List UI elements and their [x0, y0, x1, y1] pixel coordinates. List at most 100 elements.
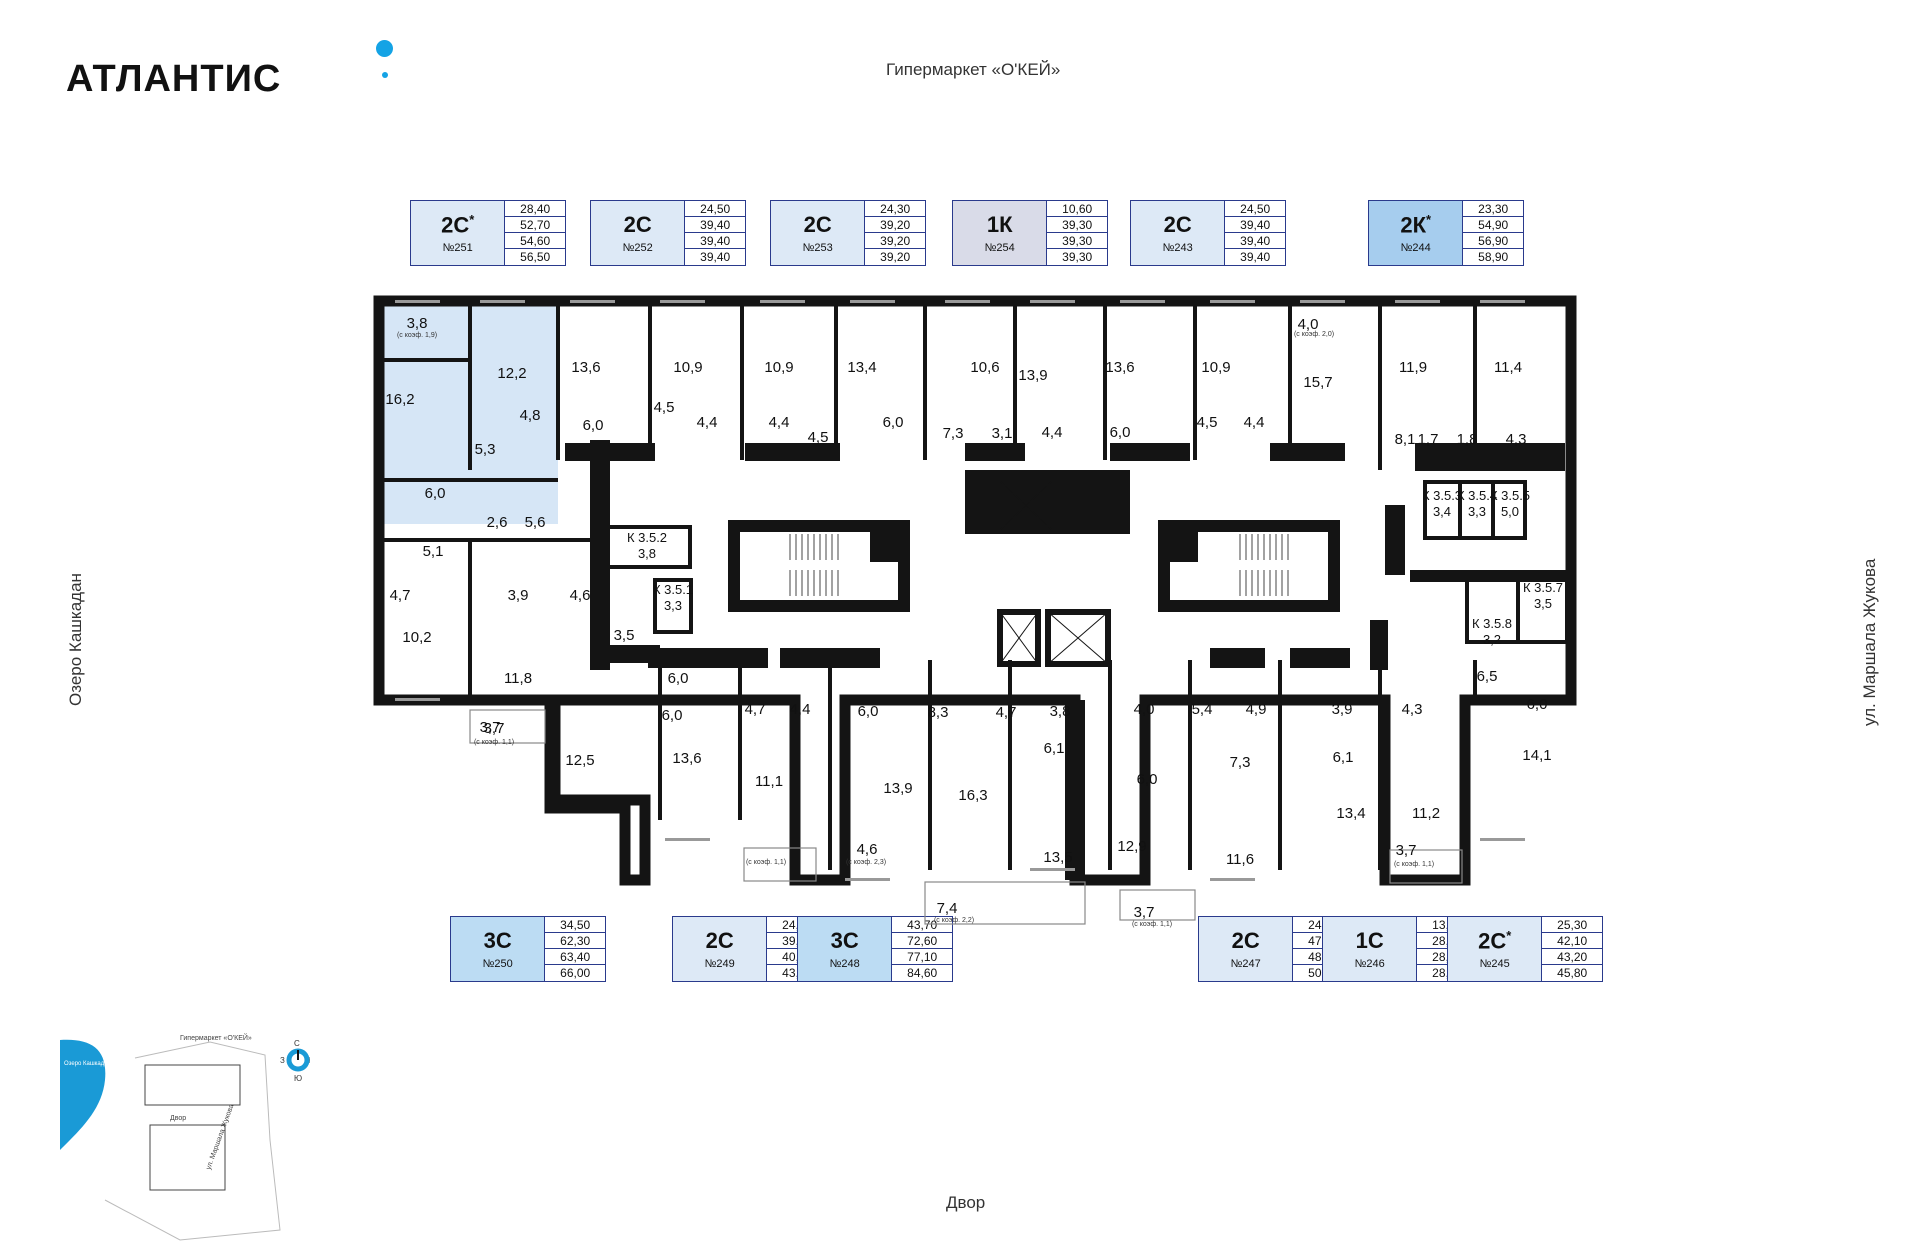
area-value: 39,30	[1062, 250, 1093, 264]
area-value: 77,10	[892, 949, 952, 965]
compass-north: С	[294, 1039, 300, 1048]
area-value: 24,30	[865, 201, 925, 217]
room-area-label: 6,0	[583, 417, 604, 434]
room-area-label: 16,2	[385, 391, 414, 408]
apartment-card-label: 2К*№244	[1369, 201, 1463, 265]
apartment-type: 1К	[986, 212, 1013, 237]
storage-label: К 3.5.8	[1472, 616, 1512, 631]
room-area-label: 11,1	[755, 773, 783, 790]
area-value: 25,30	[1542, 917, 1602, 933]
area-value: 39,40	[1225, 217, 1285, 233]
apartment-number: №252	[622, 242, 653, 254]
coefficient-label: (с коэф. 1,1)	[1394, 861, 1434, 868]
coefficient-label: (с коэф. 1,1)	[474, 739, 514, 746]
room-area-label: 5,3	[475, 441, 496, 458]
room-area-label: 6,0	[668, 670, 689, 687]
room-area-label: 4,5	[654, 399, 675, 416]
room-area-label: 3,7	[484, 720, 505, 737]
minimap-street-label: ул. Маршала Жукова	[205, 1103, 235, 1170]
coefficient-label: (с коэф. 1,1)	[746, 859, 786, 866]
apartment-number: №248	[829, 958, 860, 970]
room-area-label: 11,6	[1226, 851, 1254, 868]
room-area-label: 13,6	[672, 750, 701, 767]
area-value: 39,20	[865, 217, 925, 233]
room-area-label: 3,9	[508, 587, 529, 604]
room-area-label: 5,6	[525, 514, 546, 531]
room-area-label: 2,6	[487, 514, 508, 531]
area-value: 43,20	[1542, 949, 1602, 965]
room-area-label: 11,9	[1399, 359, 1427, 376]
room-area-label: 1,7	[1418, 431, 1439, 448]
apartment-type: 3С	[830, 928, 859, 953]
room-area-label: 4,5	[808, 429, 829, 446]
area-value: 39,40	[1225, 233, 1285, 249]
room-area-label: 3,1	[992, 425, 1013, 442]
area-value: 54,90	[1463, 217, 1523, 233]
room-area-label: 8,1	[1395, 431, 1416, 448]
apartment-number: №250	[482, 958, 513, 970]
room-area-label: 7,3	[1230, 754, 1251, 771]
room-area-label: 13,4	[1336, 805, 1365, 822]
apartment-type: 3С	[483, 928, 512, 953]
room-area-label: 4,8	[520, 407, 541, 424]
apartment-type: 2С	[1163, 212, 1192, 237]
storage-label: 3,8	[638, 546, 656, 561]
room-area-label: 6,0	[883, 414, 904, 431]
room-area-label: 4,9	[1246, 701, 1267, 718]
room-area-label: 6,1	[1044, 740, 1065, 757]
apartment-card-label: 3С №248	[798, 917, 892, 981]
room-area-label: 12,2	[497, 365, 526, 382]
area-value: 39,30	[1047, 233, 1107, 249]
room-area-label: 6,0	[662, 707, 683, 724]
area-value: 23,30	[1463, 201, 1523, 217]
storage-label: К 3.5.4	[1457, 488, 1497, 503]
lake-shape	[60, 1039, 106, 1150]
area-value: 43,70	[892, 917, 952, 933]
storage-label: К 3.5.1	[653, 582, 693, 597]
area-value: 42,10	[1542, 933, 1602, 949]
storage-label: 3,3	[1468, 504, 1486, 519]
area-value: 56,90	[1463, 233, 1523, 249]
minimap-lake-label: Озеро Кашкадан	[64, 1061, 111, 1067]
room-area-label: 10,9	[1201, 359, 1230, 376]
room-area-label: 10,9	[764, 359, 793, 376]
room-area-label: 4,0	[1134, 701, 1155, 718]
room-area-label: 10,2	[402, 629, 431, 646]
area-value: 56,50	[520, 250, 551, 264]
room-area-label: 7,4	[937, 900, 958, 917]
area-value: 24,50	[1225, 201, 1285, 217]
room-area-label: 4,7	[390, 587, 411, 604]
logo-dot-small	[382, 72, 388, 78]
room-area-label: 1,8	[1457, 431, 1478, 448]
area-value: 10,60	[1047, 201, 1107, 217]
room-area-label: 6,0	[425, 485, 446, 502]
apartment-type: 2С*	[441, 211, 475, 238]
area-value: 63,40	[545, 949, 605, 965]
room-area-label: 13,5	[1043, 849, 1072, 866]
room-area-label: 6,0	[858, 703, 879, 720]
room-area-label: 4,4	[1042, 424, 1063, 441]
room-area-label: 3,9	[1332, 701, 1353, 718]
room-area-label: 10,9	[673, 359, 702, 376]
apartment-card-label: 2С*№251	[411, 201, 505, 265]
room-area-label: 13,4	[847, 359, 876, 376]
balconies	[469, 709, 1463, 925]
compass-east: В	[309, 1056, 310, 1065]
room-area-label: 4,6	[570, 587, 591, 604]
